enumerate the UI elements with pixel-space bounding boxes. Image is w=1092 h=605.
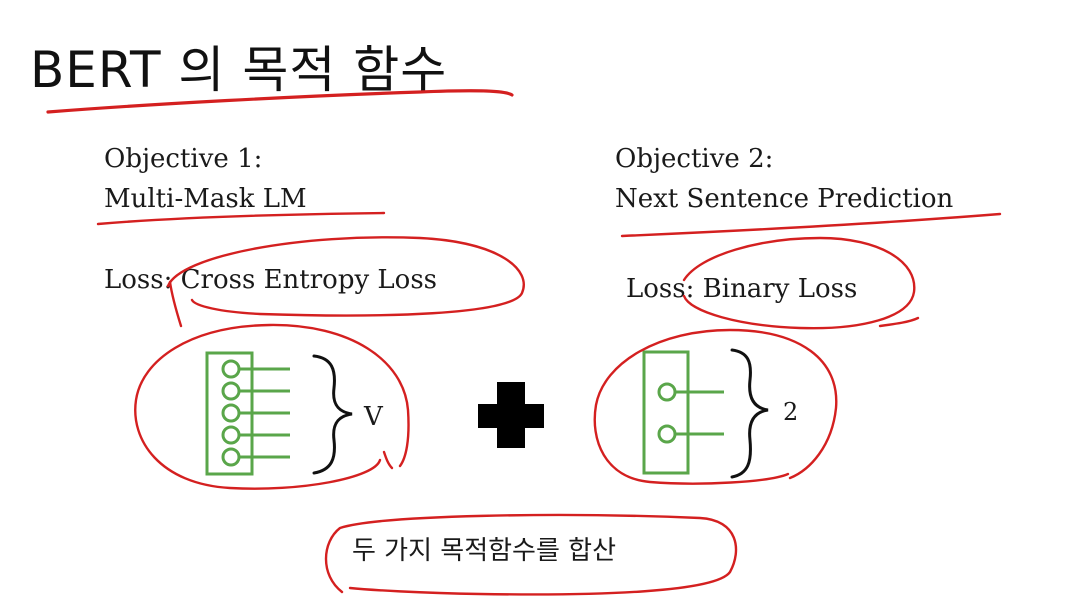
network2-node: [657, 424, 677, 444]
objective1-loss-prefix: Loss:: [104, 265, 173, 295]
brace1: [312, 354, 353, 475]
network1-node: [221, 403, 241, 423]
loss1-tail: [168, 280, 183, 328]
network1-node: [221, 447, 241, 467]
network1-node: [221, 381, 241, 401]
network1-nodes: [221, 359, 290, 467]
objective2-loss: Loss: Binary Loss: [626, 274, 857, 304]
objective2-loss-prefix: Loss:: [626, 274, 695, 304]
objective1-output-size: V: [364, 402, 383, 432]
title-underline: [46, 89, 514, 114]
objective2-underline: [620, 212, 1002, 238]
objective2-heading: Objective 2:: [615, 144, 774, 174]
loss1-circle: [166, 236, 525, 317]
brace2: [730, 348, 769, 479]
summary-text: 두 가지 목적함수를 합산: [352, 536, 616, 566]
network1-circle-tail: [382, 450, 394, 470]
objective1-underline: [96, 211, 386, 226]
loss2-tail: [878, 316, 920, 328]
summary-circle: [324, 513, 738, 596]
objective1-name: Multi-Mask LM: [104, 184, 307, 214]
network1-node: [221, 359, 241, 379]
objective2-output-size: 2: [783, 398, 799, 426]
objective1-heading: Objective 1:: [104, 144, 263, 174]
loss2-circle: [682, 236, 916, 330]
plus-icon: [478, 382, 544, 448]
network2-circle: [593, 328, 838, 485]
slide-title: BERT 의 목적 함수: [30, 41, 448, 99]
network1-node: [221, 425, 241, 445]
objective1-loss: Loss: Cross Entropy Loss: [104, 265, 437, 295]
network2-node: [657, 382, 677, 402]
network2-box: [642, 350, 690, 475]
objective1-network: [205, 351, 290, 476]
network1-circle: [134, 323, 410, 490]
objective2-loss-name: Binary Loss: [702, 274, 858, 304]
objective2-network: [642, 350, 724, 475]
objective2-name: Next Sentence Prediction: [615, 184, 954, 214]
objective1-loss-name: Cross Entropy Loss: [180, 265, 438, 295]
